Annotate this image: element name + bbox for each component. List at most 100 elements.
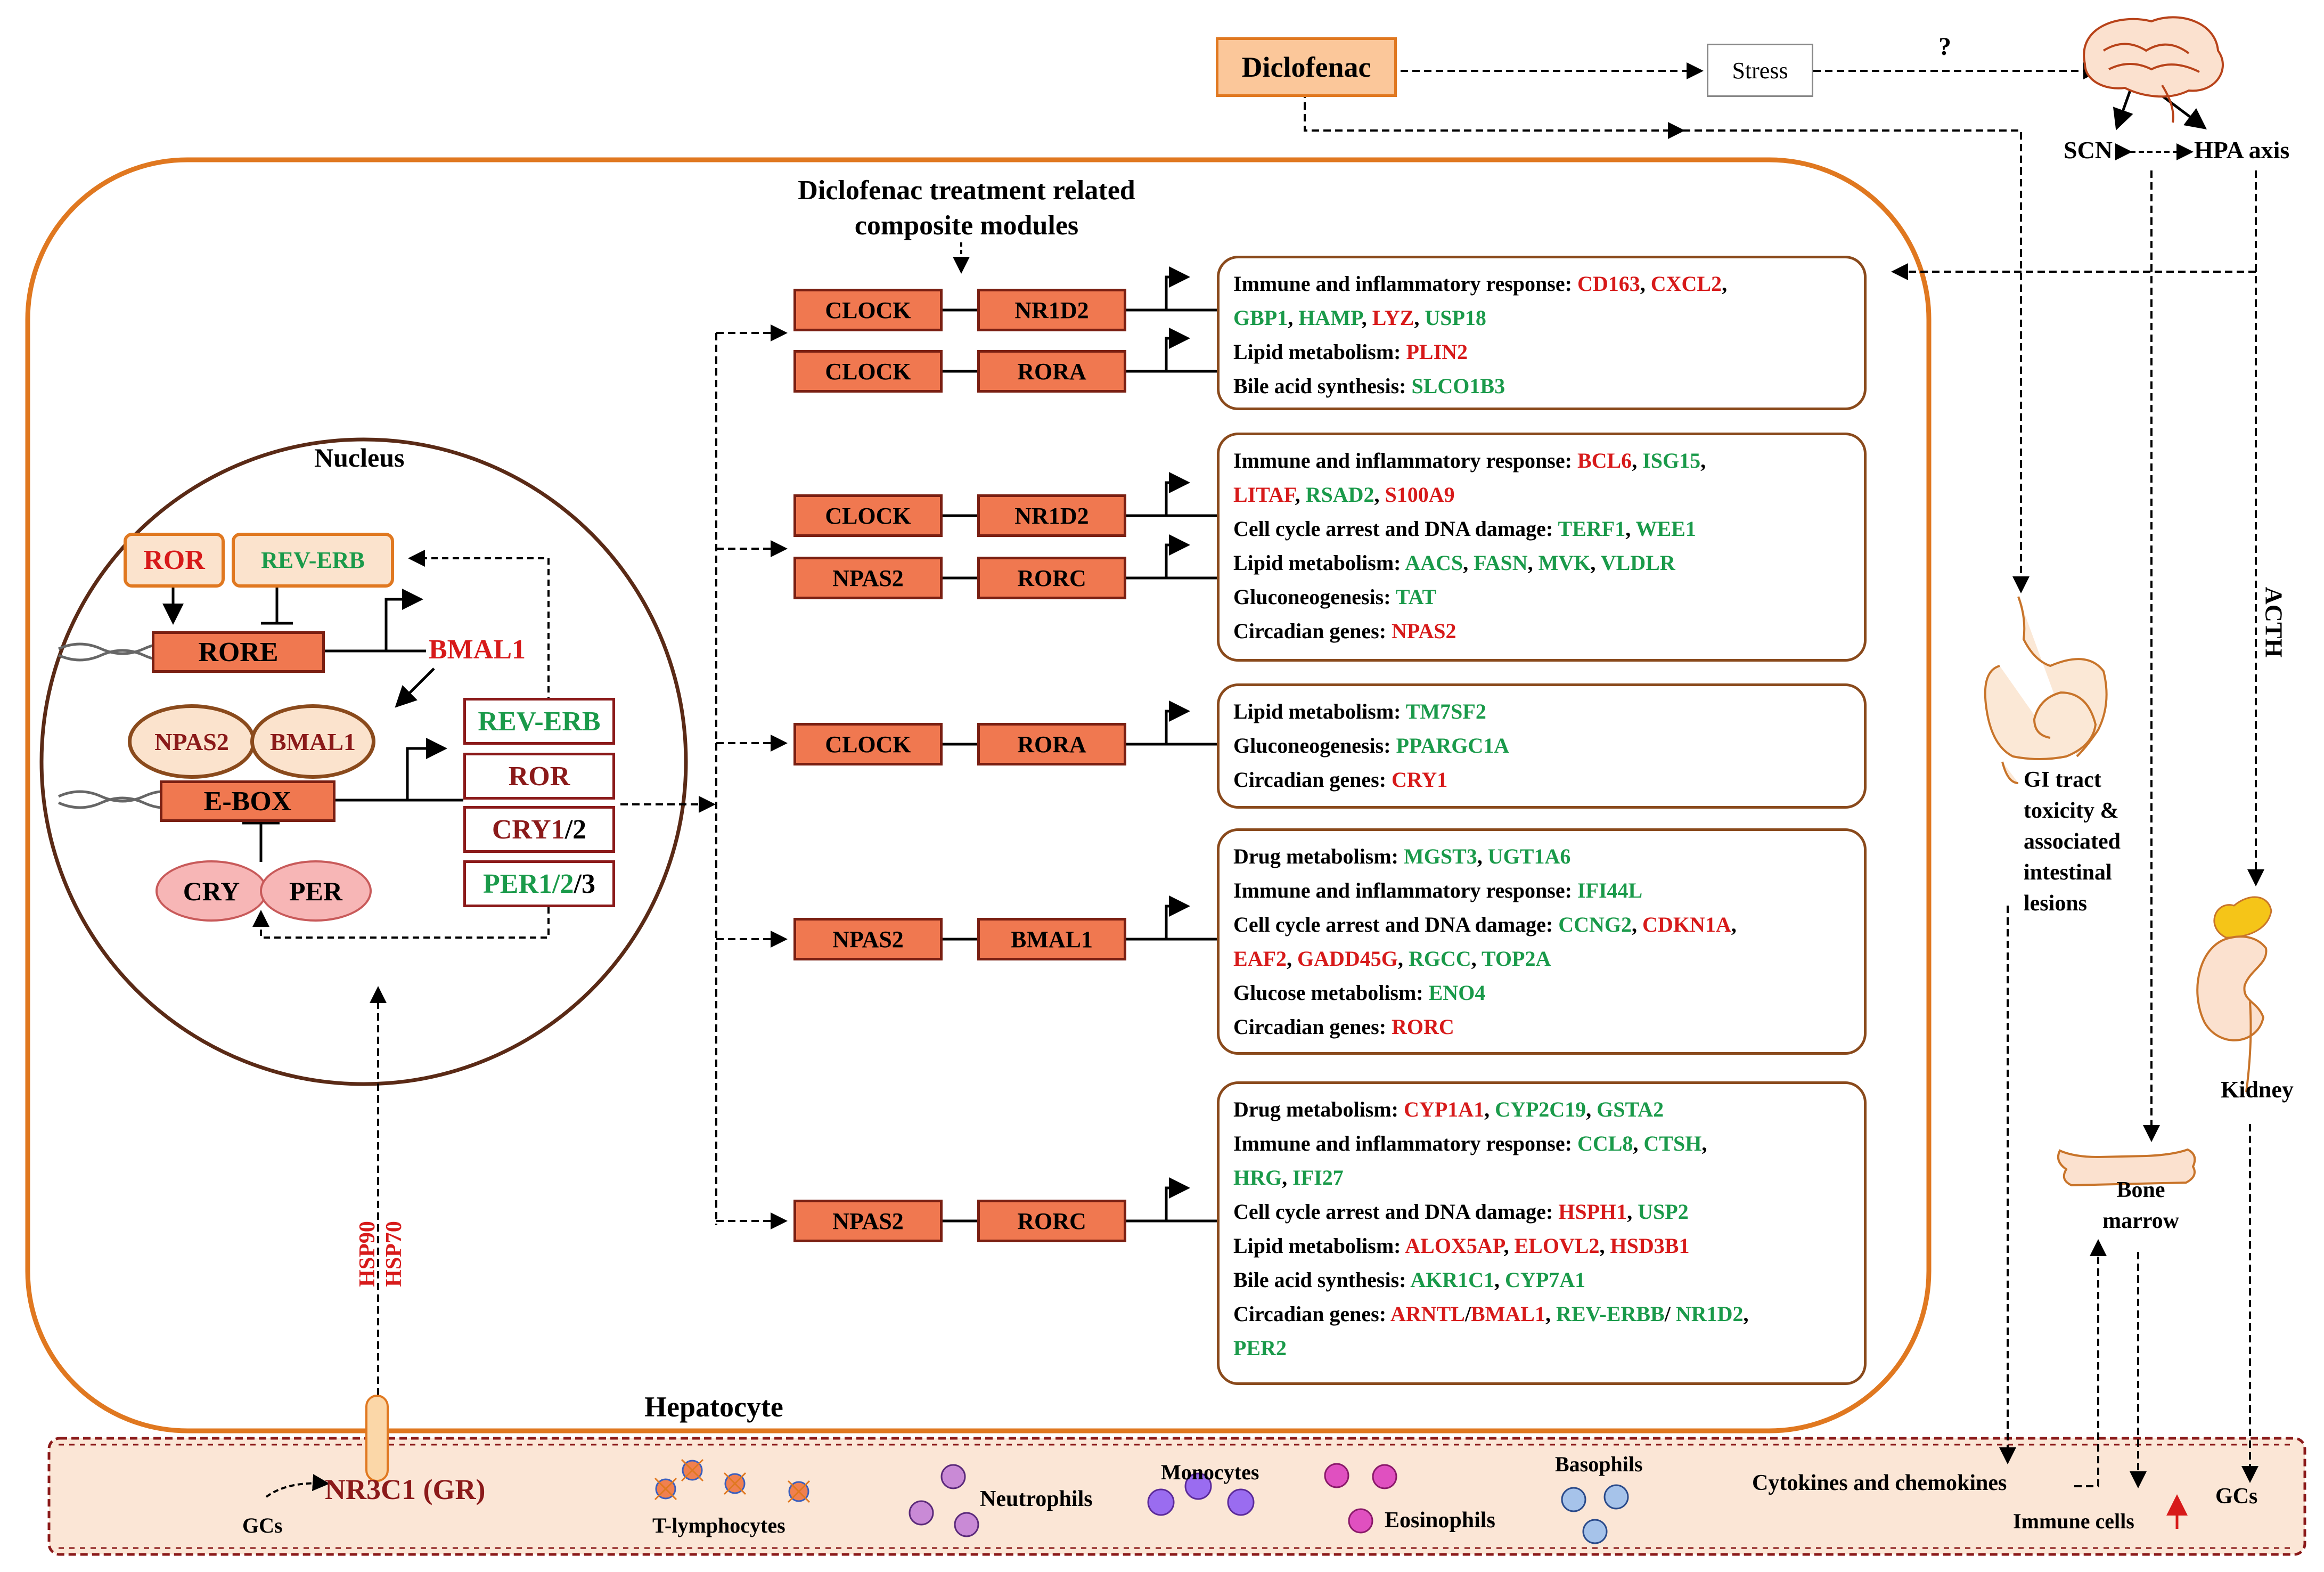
target-rev-erb-label: REV-ERB [478,706,601,737]
gene-name: GADD45G [1297,947,1398,971]
gene-name: AKR1C1 [1410,1268,1495,1292]
gene-name: CTSH [1643,1131,1702,1155]
category-text: , [1494,1268,1505,1292]
per-label: PER [289,876,342,906]
ror-label: ROR [143,545,205,575]
category-text: Cell cycle arrest and DNA damage: [1233,517,1558,541]
gr-receptor-label: NR3C1 (GR) [325,1473,486,1505]
category-text: , [1295,483,1306,507]
gi-line: GI tract [2024,768,2101,792]
ebox-label: E-BOX [203,786,292,817]
gene-name: RORC [1392,1015,1454,1039]
neutrophils-illustration [909,1464,979,1537]
category-text: , [1282,1166,1293,1190]
target-cry1-label: CRY1 [492,814,565,845]
ror-box: ROR [124,533,225,588]
composite-title-line: Diclofenac treatment related [798,175,1135,206]
category-text: , [1484,1097,1495,1121]
module-row: Immune and inflammatory response: IFI44L [1233,874,1850,908]
t-lymphocytes-label: T-lymphocytes [652,1513,785,1537]
gene-name: RSAD2 [1305,483,1374,507]
basophils-illustration [1561,1484,1629,1544]
gene-box: NR1D2 [977,494,1126,537]
gene-name: PPARGC1A [1396,734,1510,758]
category-text: , [1632,913,1643,936]
gene-box: RORC [977,557,1126,599]
target-per3-label: /3 [574,868,595,899]
gene-name: LITAF [1233,483,1295,507]
gene-box: CLOCK [793,494,943,537]
gene-name: MVK [1538,551,1591,575]
gene-name: TERF1 [1558,517,1626,541]
category-text: Drug metabolism: [1233,1097,1404,1121]
diclofenac-label: Diclofenac [1241,51,1371,83]
gene-name: NR1D2 [1675,1302,1744,1326]
module-row: Immune and inflammatory response: CCL8, … [1233,1127,1850,1161]
gene-box: RORC [977,1200,1126,1242]
gene-name: HSD3B1 [1610,1234,1690,1258]
module-row: Gluconeogenesis: PPARGC1A [1233,729,1850,763]
bone-marrow-line: Bone [2116,1178,2165,1202]
per-ellipse: PER [260,860,372,922]
hsp70-label: HSP70 [382,1221,406,1287]
gcs-left-label: GCs [242,1513,283,1537]
diclofenac-box: Diclofenac [1216,37,1397,97]
gene-name: FASN [1474,551,1528,575]
category-text: Lipid metabolism: [1233,340,1406,364]
category-text: Cell cycle arrest and DNA damage: [1233,1200,1559,1224]
module-row: Circadian genes: NPAS2 [1233,614,1850,648]
category-text: Immune and inflammatory response: [1233,1131,1577,1155]
category-text: / [1464,1302,1471,1326]
category-text: , [1477,844,1488,868]
module-row: Immune and inflammatory response: CD163,… [1233,267,1850,301]
kidney-label: Kidney [2221,1077,2294,1103]
category-text: , [1743,1302,1749,1326]
target-cry2-label: /2 [564,814,587,845]
neutrophils-label: Neutrophils [980,1487,1093,1511]
category-text: Circadian genes: [1233,1015,1392,1039]
category-text: , [1414,306,1425,330]
module-row: PER2 [1233,1331,1850,1365]
gene-box: CLOCK [793,723,943,765]
gene-name: BMAL1 [1470,1302,1545,1326]
gene-name: ENO4 [1428,981,1486,1005]
scn-label: SCN [2064,136,2113,164]
gene-name: IFI44L [1577,878,1643,902]
category-text: , [1625,517,1636,541]
rore-box: RORE [152,631,325,673]
module-row: Lipid metabolism: ALOX5AP, ELOVL2, HSD3B… [1233,1229,1850,1263]
gene-name: PER2 [1233,1336,1287,1360]
cry-ellipse: CRY [156,860,267,922]
gene-name: MGST3 [1403,844,1477,868]
category-text: , [1527,551,1539,575]
module-row: Bile acid synthesis: SLCO1B3 [1233,369,1850,403]
gene-name: VLDLR [1600,551,1675,575]
category-text: Gluconeogenesis: [1233,585,1396,609]
stress-box: Stress [1707,44,1813,97]
category-text: Circadian genes: [1233,619,1392,643]
gene-name: GSTA2 [1597,1097,1664,1121]
immune-cells-label: Immune cells [2013,1509,2134,1533]
bmal1-label: BMAL1 [270,728,356,755]
gi-line: toxicity & [2024,799,2119,823]
gene-name: USP18 [1425,306,1486,330]
rev-erb-box: REV-ERB [232,533,394,588]
gi-tract-label: GI tract toxicity & associated intestina… [2024,764,2121,919]
category-text: Drug metabolism: [1233,844,1404,868]
gene-name: BCL6 [1577,449,1632,473]
gene-name: HRG [1233,1166,1282,1190]
category-text: Circadian genes: [1233,768,1392,792]
monocytes-illustration [1147,1472,1255,1516]
category-text: , [1627,1200,1638,1224]
gene-name: CDKN1A [1642,913,1731,936]
category-text: , [1700,449,1706,473]
bone-illustration [2057,1148,2196,1187]
gi-line: lesions [2024,891,2088,916]
gene-name: CD163 [1577,272,1640,296]
category-text: , [1374,483,1385,507]
eosinophils-label: Eosinophils [1385,1508,1495,1533]
npas2-label: NPAS2 [154,728,229,755]
gene-name: TOP2A [1481,947,1551,971]
